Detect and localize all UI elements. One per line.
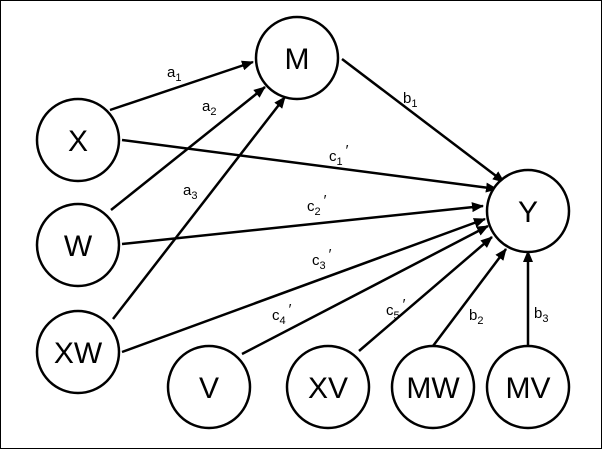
edge-label-a2: a2	[202, 98, 216, 118]
node-v-label: V	[199, 372, 219, 405]
edge-label-c3: c3′	[312, 246, 332, 272]
edge-label-c1: c1′	[329, 142, 349, 168]
edge-m-to-y	[341, 58, 505, 183]
node-mw: MW	[390, 344, 476, 430]
node-y: Y	[485, 168, 571, 254]
edge-label-a3: a3	[183, 182, 197, 202]
edge-xw-to-y	[121, 217, 486, 354]
node-xv-label: XV	[308, 372, 348, 405]
edge-x-to-y	[121, 138, 498, 193]
node-mv-label: MV	[506, 372, 551, 405]
node-m-label: M	[285, 43, 310, 76]
edge-label-a1: a1	[167, 64, 181, 84]
node-x: X	[35, 97, 121, 183]
node-x-label: X	[68, 125, 88, 158]
node-mv: MV	[485, 344, 571, 430]
edge-x-to-m	[109, 60, 254, 112]
edge-label-c4: c4′	[272, 301, 292, 327]
node-m: M	[254, 15, 340, 101]
edge-v-to-y	[241, 224, 489, 356]
edge-mw-to-y	[432, 248, 507, 347]
edge-label-c2: c2′	[307, 192, 327, 218]
node-w: W	[35, 202, 121, 288]
node-xw-label: XW	[54, 337, 103, 370]
node-xw: XW	[35, 309, 121, 395]
node-mw-label: MW	[406, 372, 460, 405]
node-y-label: Y	[518, 196, 538, 229]
edge-w-to-y	[121, 202, 484, 246]
node-v: V	[166, 344, 252, 430]
edge-xw-to-m	[112, 96, 286, 320]
edge-label-b2: b2	[469, 307, 483, 327]
edge-label-b1: b1	[403, 90, 417, 110]
node-w-label: W	[64, 230, 93, 263]
node-xv: XV	[285, 344, 371, 430]
edge-label-c5: c5′	[386, 296, 406, 322]
edge-xv-to-y	[358, 236, 493, 352]
edge-label-b3: b3	[534, 305, 548, 325]
